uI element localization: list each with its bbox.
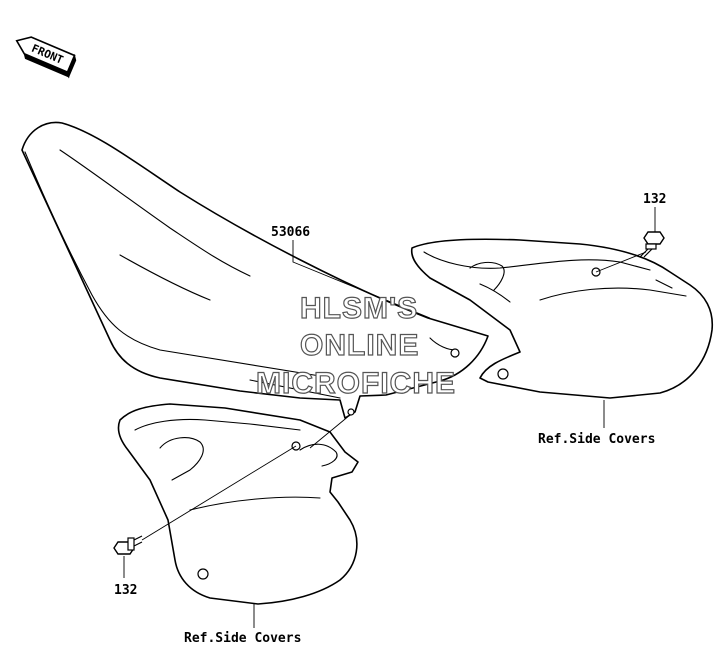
- watermark: HLSM'S ONLINE MICROFICHE: [255, 291, 456, 400]
- front-arrow-badge: FRONT: [15, 36, 77, 79]
- mount-leader: [309, 414, 351, 449]
- watermark-line2: ONLINE: [300, 329, 419, 362]
- seat-leader: [292, 240, 431, 319]
- bolt-left-part-number: 132: [114, 583, 137, 598]
- bolt-right: [595, 231, 665, 273]
- cover-left-ref-label: Ref.Side Covers: [184, 631, 301, 646]
- seat-part-number: 53066: [271, 225, 310, 240]
- bolt-left: [113, 445, 297, 555]
- watermark-line3: MICROFICHE: [256, 367, 456, 400]
- seat-part: [21, 121, 489, 419]
- bolt-right-part-number: 132: [643, 192, 666, 207]
- cover-right-ref-label: Ref.Side Covers: [538, 432, 655, 447]
- side-cover-right: [410, 238, 714, 399]
- front-arrow-icon: [15, 36, 76, 74]
- watermark-line1: HLSM'S: [300, 292, 418, 325]
- side-cover-left: [117, 403, 359, 605]
